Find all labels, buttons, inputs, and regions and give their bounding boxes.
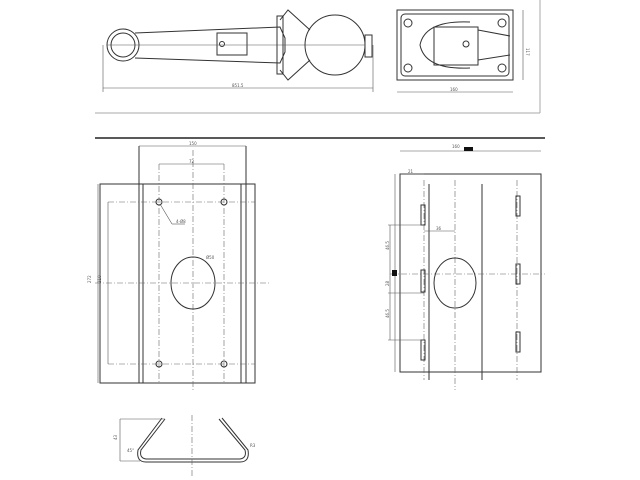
profile-height-dimension: 43	[113, 434, 118, 440]
profile-view: 43 45° R3	[113, 415, 256, 478]
offset-dimension: 21	[408, 169, 414, 174]
plate-view: 150 72 4-Ø8 Ø50 272 210	[87, 141, 270, 390]
side-view: 851.5	[102, 9, 374, 92]
length-dimension: 851.5	[232, 83, 244, 88]
marker	[392, 270, 397, 276]
center-hole-note: Ø50	[206, 255, 215, 260]
hole-note: 4-Ø8	[176, 219, 186, 224]
height-dimension: 117	[525, 48, 530, 56]
center-dimension: 36	[436, 226, 442, 231]
width-dimension: 160	[450, 87, 458, 92]
hole-spacing-dimension: 72	[189, 159, 195, 164]
spacing-dimension-2: 28	[385, 280, 390, 286]
angle-dimension: 45°	[127, 448, 134, 453]
plate-height-dimension: 272	[87, 275, 92, 283]
plate-width-dimension: 150	[189, 141, 197, 146]
spacing-dimension-3: 46.5	[385, 309, 390, 318]
front-width-dimension: 160	[452, 144, 460, 149]
marker	[464, 147, 473, 151]
top-view: 160 117	[396, 9, 530, 93]
spacing-dimension-1: 46.5	[385, 241, 390, 250]
hole-vertical-dimension: 210	[97, 275, 102, 283]
front-view: 21 36 46.5 28 46.5 160	[385, 144, 545, 390]
radius-note: R3	[250, 443, 256, 448]
